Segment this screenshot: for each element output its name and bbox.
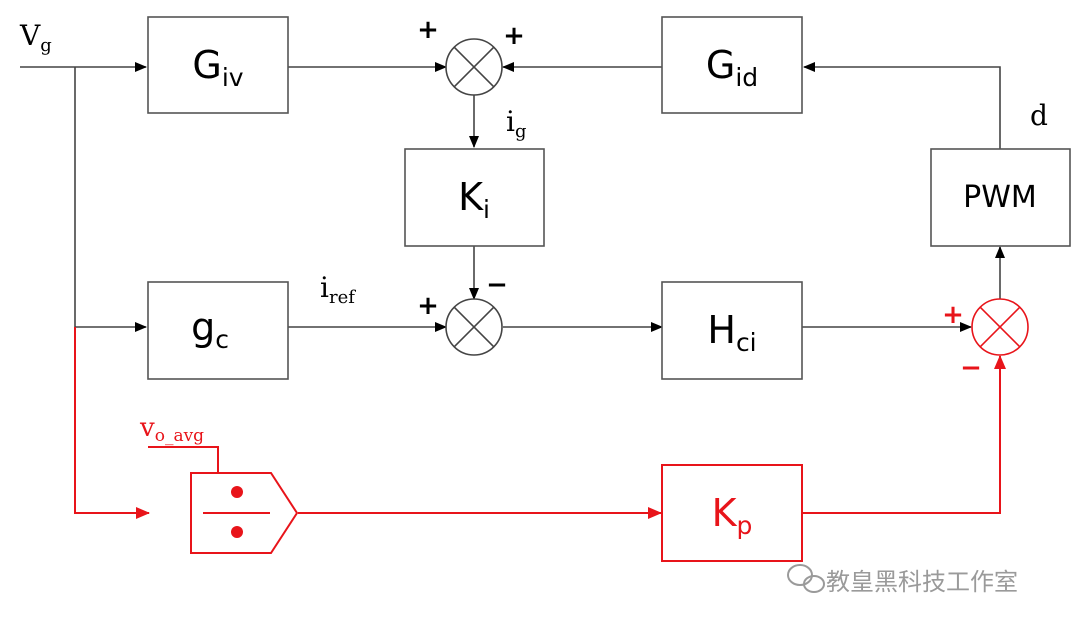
divider-dot-bottom [231,526,243,538]
wechat-logo-icon [787,564,825,593]
pwm-block: PWM [930,148,1071,247]
label-ig-main: i [506,105,515,138]
sign-top-left: + [417,15,439,45]
svg-text:Kp: Kp [712,491,753,540]
label-iref-sub: ref [329,287,356,308]
kp-block: Kp [661,464,803,562]
sign-mid-left: + [417,291,439,321]
sign-red-left: + [942,300,964,330]
svg-text:vo_avg: vo_avg [139,413,204,446]
ki-sub: i [483,195,490,224]
sum-junction-red [971,298,1029,356]
svg-text:Ki: Ki [458,175,490,224]
pwm-to-gid-wire [803,62,1001,149]
kp-to-sum-wire [802,355,1006,514]
divider-block [190,472,299,554]
gid-block: Gid [661,16,803,114]
sign-top-right: + [503,21,525,51]
kp-main: K [712,491,738,535]
vg-to-divider-wire [74,327,150,519]
gc-main: g [191,305,215,349]
label-iref-main: i [320,271,329,304]
svg-text:iref: iref [320,271,356,308]
giv-sub: iv [222,63,244,92]
sum-junction-middle [445,298,503,356]
gid-main: G [706,43,735,87]
svg-text:Hci: Hci [707,308,756,357]
hci-main: H [707,308,736,352]
svg-text:Giv: Giv [192,43,243,92]
watermark: 教皇黑科技工作室 [787,564,1018,596]
label-vo-avg-main: v [139,413,155,443]
giv-main: G [192,43,221,87]
svg-text:Gid: Gid [706,43,758,92]
svg-text:Vg: Vg [19,19,52,56]
gc-sub: c [215,325,229,354]
label-vg-sub: g [40,35,52,56]
label-vo-avg-sub: o_avg [155,426,204,446]
label-d: d [1030,99,1048,132]
sign-mid-top: − [486,270,508,300]
ki-block: Ki [404,148,545,247]
svg-text:ig: ig [506,105,527,142]
divider-dot-top [231,486,243,498]
label-vg-main: V [19,19,41,52]
pwm-label: PWM [963,180,1037,215]
sum-junction-top [445,38,503,96]
giv-block: Giv [147,16,289,114]
label-ig-sub: g [515,121,527,142]
sign-red-bottom: − [960,353,982,383]
vo-avg-to-divider-wire [148,446,219,473]
gid-sub: id [735,63,758,92]
ki-main: K [458,175,484,219]
kp-sub: p [737,511,753,540]
watermark-text: 教皇黑科技工作室 [826,568,1018,596]
svg-text:gc: gc [191,305,229,354]
hci-block: Hci [661,281,803,380]
hci-sub: ci [736,328,757,357]
gc-block: gc [147,281,289,380]
